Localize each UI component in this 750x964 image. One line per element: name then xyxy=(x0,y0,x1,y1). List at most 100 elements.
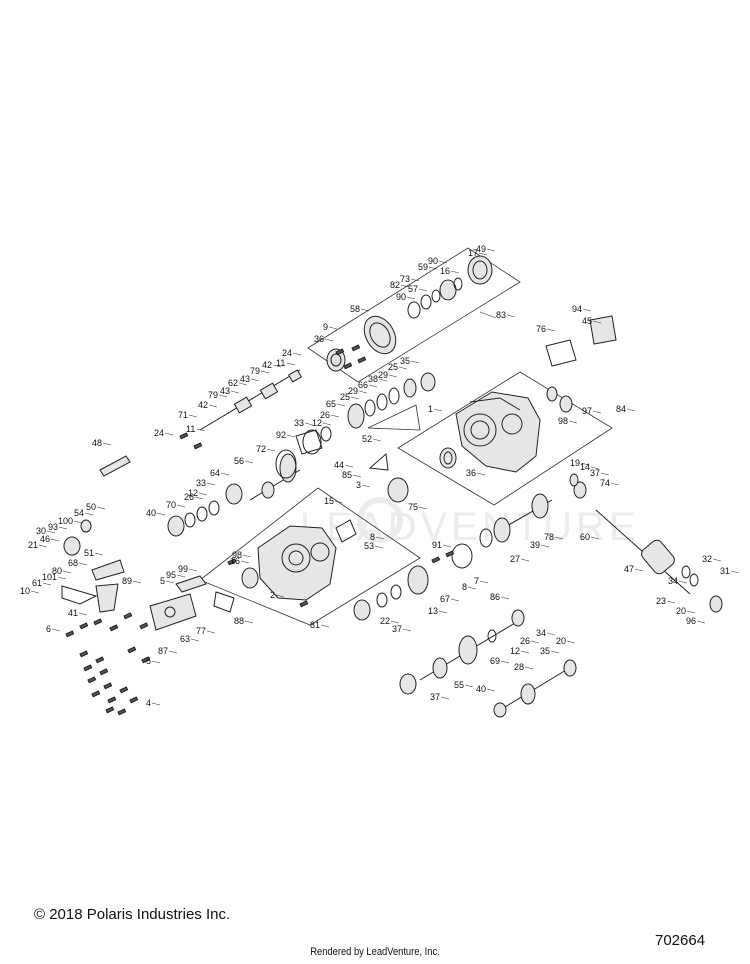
leader-line xyxy=(520,650,530,654)
watermark-logo xyxy=(357,497,403,543)
leader-line xyxy=(360,308,370,312)
callout-28: 28 xyxy=(514,662,524,672)
callout-41: 41 xyxy=(68,608,78,618)
leader-line xyxy=(286,362,296,366)
callout-27: 27 xyxy=(510,554,520,564)
leader-line xyxy=(51,628,61,632)
leader-line xyxy=(712,558,722,562)
leader-line xyxy=(540,544,550,548)
top-gear-assembly xyxy=(326,255,493,372)
leader-line xyxy=(102,442,112,446)
leader-line xyxy=(398,366,408,370)
bolt xyxy=(357,356,367,364)
callout-33: 33 xyxy=(196,478,206,488)
leader-line xyxy=(467,586,477,590)
callout-69: 69 xyxy=(490,656,500,666)
housing-84 xyxy=(439,391,541,473)
callout-36: 36 xyxy=(314,334,324,344)
callout-96: 96 xyxy=(686,616,696,626)
top-right-parts xyxy=(295,315,617,543)
leader-line xyxy=(244,620,254,624)
callout-12: 12 xyxy=(510,646,520,656)
leader-line xyxy=(546,632,556,636)
callout-83: 83 xyxy=(496,310,506,320)
leader-line xyxy=(580,462,590,466)
bolt xyxy=(193,442,203,450)
shift-shaft-assembly xyxy=(99,369,303,477)
leader-line xyxy=(151,660,161,664)
callout-22: 22 xyxy=(380,616,390,626)
callout-29: 29 xyxy=(348,386,358,396)
callout-2: 2 xyxy=(270,590,275,600)
leader-line xyxy=(361,484,371,488)
callout-81: 81 xyxy=(310,620,320,630)
callout-5: 5 xyxy=(160,576,165,586)
callout-61: 61 xyxy=(32,578,42,588)
callout-10: 10 xyxy=(20,586,30,596)
bolt xyxy=(65,630,75,638)
callout-32: 32 xyxy=(702,554,712,564)
callout-47: 47 xyxy=(624,564,634,574)
leader-line xyxy=(190,638,200,642)
callout-72: 72 xyxy=(256,444,266,454)
callout-79: 79 xyxy=(250,366,260,376)
callout-101: 101 xyxy=(42,572,57,582)
leader-line xyxy=(402,628,412,632)
output-shaft-60 xyxy=(573,481,723,613)
callout-20: 20 xyxy=(676,606,686,616)
callout-87: 87 xyxy=(158,646,168,656)
leader-line xyxy=(58,526,68,530)
callout-9: 9 xyxy=(323,322,328,332)
bolt xyxy=(179,432,189,440)
callout-25: 25 xyxy=(388,362,398,372)
bolt xyxy=(79,622,89,630)
leader-line xyxy=(206,630,216,634)
bolts xyxy=(65,344,455,716)
leader-line xyxy=(442,544,452,548)
callout-21: 21 xyxy=(28,540,38,550)
leader-line xyxy=(275,594,285,598)
leader-line xyxy=(410,278,420,282)
callout-36: 36 xyxy=(466,468,476,478)
leader-line xyxy=(476,472,486,476)
leader-line xyxy=(244,460,254,464)
leader-line xyxy=(352,474,362,478)
leader-line xyxy=(188,568,198,572)
bolt xyxy=(139,622,149,630)
callout-37: 37 xyxy=(392,624,402,634)
bolt xyxy=(109,624,119,632)
bolt xyxy=(123,612,133,620)
leader-line xyxy=(450,270,460,274)
callout-37: 37 xyxy=(430,692,440,702)
callout-26: 26 xyxy=(520,636,530,646)
callout-46: 46 xyxy=(40,534,50,544)
leader-line xyxy=(590,536,600,540)
callout-67: 67 xyxy=(440,594,450,604)
callout-66: 66 xyxy=(358,380,368,390)
bolt xyxy=(445,550,455,558)
leader-line xyxy=(286,434,296,438)
leader-line xyxy=(610,482,620,486)
bolt xyxy=(299,600,309,608)
leader-line xyxy=(478,252,488,256)
bolt xyxy=(95,656,105,664)
callout-68: 68 xyxy=(68,558,78,568)
leader-line xyxy=(500,660,510,664)
leader-line xyxy=(592,320,602,324)
leader-line xyxy=(38,544,48,548)
callout-75: 75 xyxy=(408,502,418,512)
leader-line xyxy=(530,640,540,644)
callout-30: 30 xyxy=(36,526,46,536)
leader-line xyxy=(176,574,186,578)
callout-88: 88 xyxy=(234,616,244,626)
callout-6: 6 xyxy=(46,624,51,634)
callout-40: 40 xyxy=(146,508,156,518)
leader-line xyxy=(198,492,208,496)
bolt xyxy=(117,708,127,716)
leader-line xyxy=(428,266,438,270)
leader-line xyxy=(592,410,602,414)
callout-25: 25 xyxy=(340,392,350,402)
leader-line xyxy=(550,650,560,654)
callout-24: 24 xyxy=(282,348,292,358)
